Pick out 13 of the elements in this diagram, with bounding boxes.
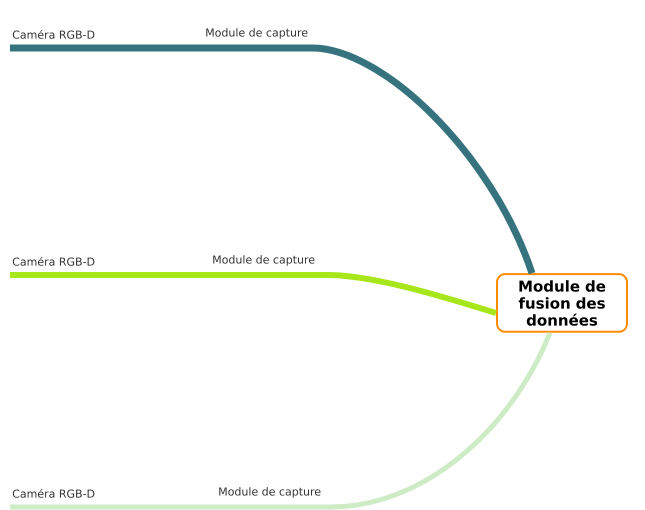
central-topic-box: Module de fusion des données	[496, 273, 628, 333]
branch-line	[10, 504, 216, 510]
branch-line	[203, 44, 536, 274]
branch-label: Caméra RGB-D	[12, 488, 94, 498]
branch-label: Module de capture	[219, 487, 320, 498]
branch-line	[216, 332, 552, 510]
branch-label: Caméra RGB-D	[12, 256, 94, 266]
branch-label: Caméra RGB-D	[12, 30, 94, 39]
branch-label: Module de capture	[213, 255, 314, 266]
branch-line	[210, 272, 497, 316]
branch-label: Module de capture	[206, 28, 308, 39]
branch-line	[10, 272, 210, 278]
branch-line	[10, 44, 203, 52]
